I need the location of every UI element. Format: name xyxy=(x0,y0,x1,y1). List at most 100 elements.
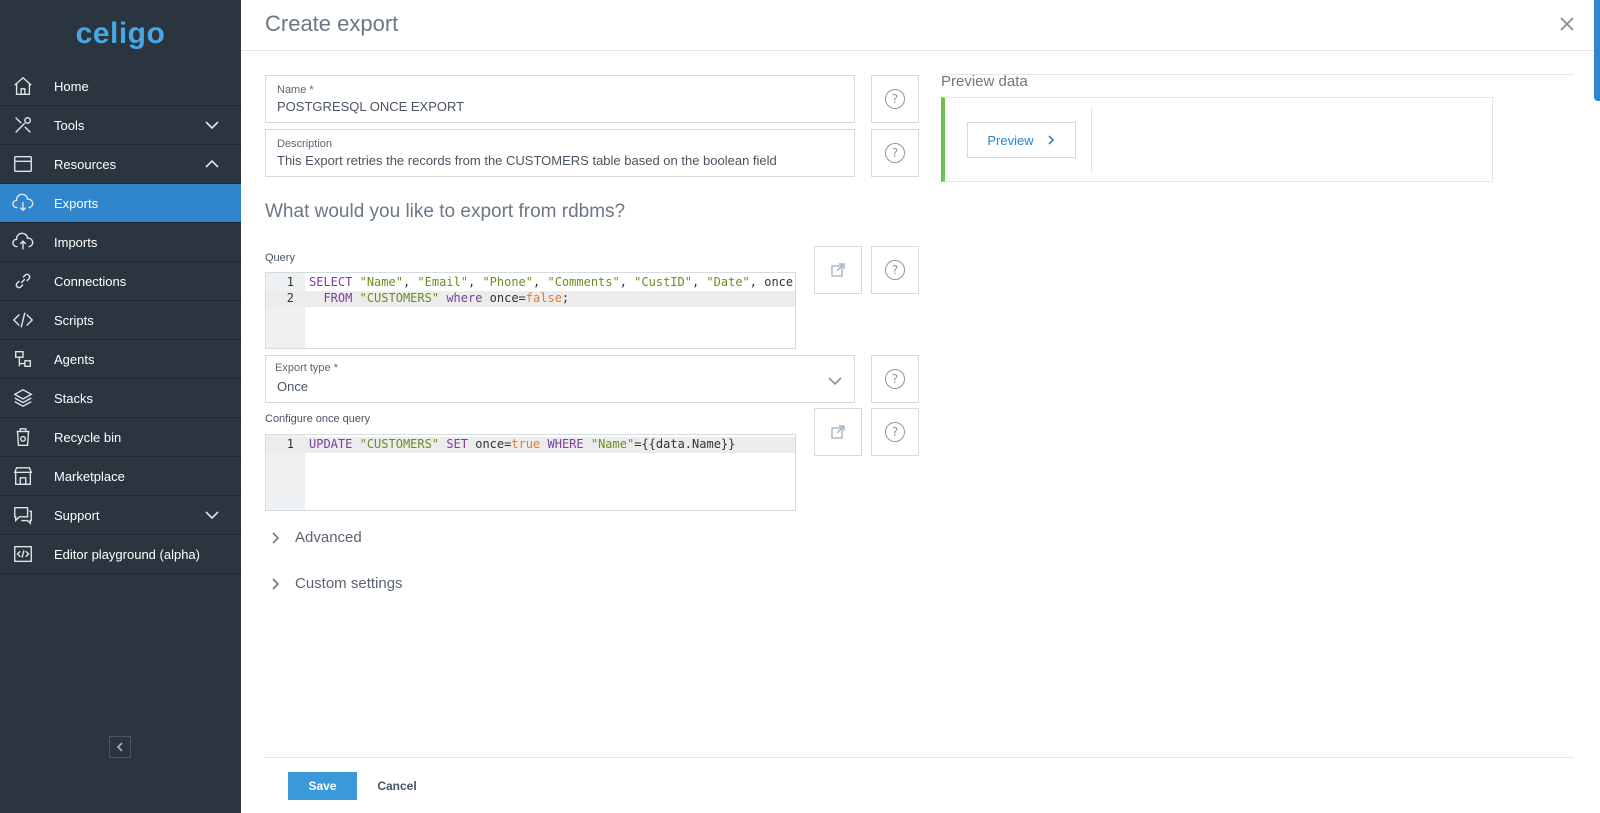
sidebar-item-label: Support xyxy=(54,507,100,523)
query-editor[interactable]: 1 SELECT "Name", "Email", "Phone", "Comm… xyxy=(265,272,796,349)
save-button[interactable]: Save xyxy=(288,772,357,800)
external-link-icon xyxy=(831,425,845,439)
help-icon: ? xyxy=(885,89,905,109)
code-line: 2 FROM "CUSTOMERS" where once=false; xyxy=(266,291,795,307)
sidebar-item-label: Stacks xyxy=(54,390,94,406)
stack-icon xyxy=(12,387,34,409)
recycle-bin-icon xyxy=(12,426,34,448)
once-query-open-editor-button[interactable] xyxy=(814,408,862,456)
celigo-logo[interactable]: celigo xyxy=(75,16,166,50)
query-help-button[interactable]: ? xyxy=(871,246,919,294)
sidebar-item-imports[interactable]: Imports xyxy=(0,223,241,262)
sidebar-item-label: Home xyxy=(54,78,89,94)
chevron-up-icon[interactable] xyxy=(205,157,219,171)
close-icon xyxy=(1560,17,1574,31)
export-type-label: Export type * xyxy=(275,362,338,374)
sidebar-item-connections[interactable]: Connections xyxy=(0,262,241,301)
sidebar-item-label: Marketplace xyxy=(54,468,125,484)
custom-settings-expander[interactable]: Custom settings xyxy=(269,575,403,592)
code-text: UPDATE "CUSTOMERS" SET once=true WHERE "… xyxy=(309,437,736,451)
sidebar-item-label: Agents xyxy=(54,351,95,367)
name-field[interactable]: Name * POSTGRESQL ONCE EXPORT xyxy=(265,75,855,123)
scroll-indicator xyxy=(1594,0,1600,101)
preview-title: Preview data xyxy=(941,73,1028,90)
once-query-help-button[interactable]: ? xyxy=(871,408,919,456)
export-type-select[interactable]: Export type * Once xyxy=(265,355,855,403)
sidebar-item-support[interactable]: Support xyxy=(0,496,241,535)
footer-divider xyxy=(265,757,1574,758)
name-value[interactable]: POSTGRESQL ONCE EXPORT xyxy=(277,99,465,114)
help-icon: ? xyxy=(885,260,905,280)
chevron-right-icon xyxy=(1048,135,1054,145)
sidebar-item-resources[interactable]: Resources xyxy=(0,145,241,184)
sidebar-item-scripts[interactable]: Scripts xyxy=(0,301,241,340)
sidebar-item-label: Editor playground (alpha) xyxy=(54,546,200,562)
sidebar-item-agents[interactable]: Agents xyxy=(0,340,241,379)
marketplace-icon xyxy=(12,465,34,487)
sidebar-item-home[interactable]: Home xyxy=(0,67,241,106)
sidebar-item-tools[interactable]: Tools xyxy=(0,106,241,145)
sidebar-item-label: Exports xyxy=(54,195,99,211)
chevron-right-icon xyxy=(272,531,280,544)
sidebar-item-label: Recycle bin xyxy=(54,429,122,445)
description-label: Description xyxy=(277,138,333,150)
section-title: What would you like to export from rdbms… xyxy=(265,201,626,222)
line-number: 1 xyxy=(286,437,294,451)
tools-icon xyxy=(12,114,34,136)
description-value[interactable]: This Export retries the records from the… xyxy=(277,153,777,168)
chevron-down-icon xyxy=(828,374,842,388)
link-icon xyxy=(12,270,34,292)
advanced-expander[interactable]: Advanced xyxy=(269,529,362,546)
line-number: 1 xyxy=(286,275,294,289)
sidebar-item-label: Imports xyxy=(54,234,98,250)
help-icon: ? xyxy=(885,143,905,163)
sidebar-item-recycle-bin[interactable]: Recycle bin xyxy=(0,418,241,457)
advanced-label: Advanced xyxy=(295,529,362,546)
sidebar-item-stacks[interactable]: Stacks xyxy=(0,379,241,418)
cloud-upload-icon xyxy=(12,231,34,253)
sidebar-item-editor-playground-alpha[interactable]: Editor playground (alpha) xyxy=(0,535,241,574)
sidebar-item-label: Scripts xyxy=(54,312,94,328)
drawer-header: Create export xyxy=(241,0,1600,51)
name-help-button[interactable]: ? xyxy=(871,75,919,123)
preview-separator xyxy=(1091,106,1092,173)
description-help-button[interactable]: ? xyxy=(871,129,919,177)
line-number: 2 xyxy=(286,291,294,305)
collapse-sidebar-button[interactable] xyxy=(109,736,131,758)
cancel-button[interactable]: Cancel xyxy=(377,779,417,793)
line-gutter xyxy=(266,273,305,348)
cloud-download-icon xyxy=(12,192,34,214)
main-panel: Create export Name * POSTGRESQL ONCE EXP… xyxy=(241,0,1600,813)
agent-icon xyxy=(12,348,34,370)
sidebar-item-marketplace[interactable]: Marketplace xyxy=(0,457,241,496)
once-query-editor[interactable]: 1 UPDATE "CUSTOMERS" SET once=true WHERE… xyxy=(265,434,796,511)
chevron-right-icon xyxy=(272,577,280,590)
external-link-icon xyxy=(831,263,845,277)
custom-settings-label: Custom settings xyxy=(295,575,403,592)
sidebar-item-exports[interactable]: Exports xyxy=(0,184,241,223)
editor-icon xyxy=(12,543,34,565)
chevron-left-icon xyxy=(116,742,123,752)
close-button[interactable] xyxy=(1559,16,1575,32)
chevron-down-icon[interactable] xyxy=(205,508,219,522)
preview-divider xyxy=(941,74,1574,75)
page-title: Create export xyxy=(265,11,399,36)
query-open-editor-button[interactable] xyxy=(814,246,862,294)
code-line: 1 SELECT "Name", "Email", "Phone", "Comm… xyxy=(266,275,795,291)
preview-button-label: Preview xyxy=(987,132,1034,148)
chevron-down-icon[interactable] xyxy=(205,118,219,132)
description-field[interactable]: Description This Export retries the reco… xyxy=(265,129,855,177)
export-type-help-button[interactable]: ? xyxy=(871,355,919,403)
code-text: FROM "CUSTOMERS" where once=false; xyxy=(323,291,570,305)
once-query-label: Configure once query xyxy=(265,413,371,425)
query-label: Query xyxy=(265,252,295,264)
help-icon: ? xyxy=(885,369,905,389)
sidebar-item-label: Connections xyxy=(54,273,127,289)
name-label: Name * xyxy=(277,84,314,96)
home-icon xyxy=(12,75,34,97)
preview-button[interactable]: Preview xyxy=(967,122,1076,158)
code-text: SELECT "Name", "Email", "Phone", "Commen… xyxy=(309,275,794,289)
support-icon xyxy=(12,504,34,526)
